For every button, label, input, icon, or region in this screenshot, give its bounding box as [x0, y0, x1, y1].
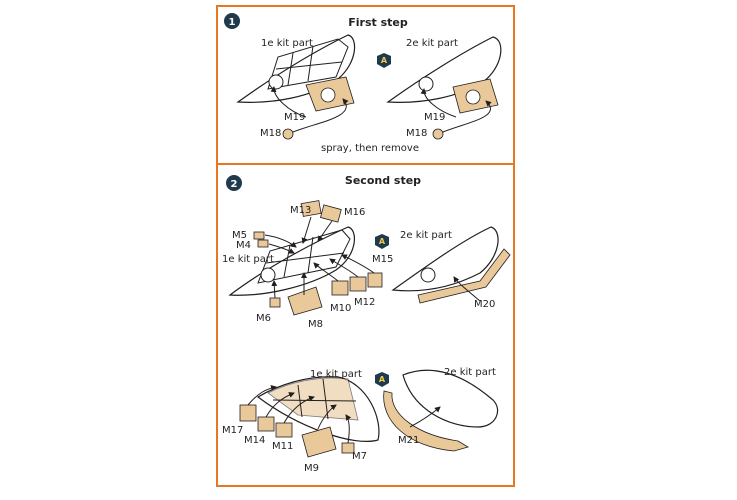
m15-label: M15 — [372, 254, 393, 265]
m9-label: M9 — [304, 463, 319, 474]
mask-m20 — [417, 248, 511, 304]
left-kit-part-label: 1e kit part — [261, 38, 313, 49]
right-m18-label: M18 — [406, 128, 427, 139]
right-m19-label: M19 — [424, 112, 445, 123]
right-kit-part-label: 2e kit part — [406, 38, 458, 49]
left-m19-label: M19 — [284, 112, 305, 123]
m7-label: M7 — [352, 451, 367, 462]
mask-m21 — [383, 390, 469, 452]
upper-right-kit-part-label: 2e kit part — [400, 230, 452, 241]
m14-label: M14 — [244, 435, 265, 446]
step-title: First step — [348, 16, 408, 29]
alignment-marker-a: A — [377, 53, 391, 68]
spray-note: spray, then remove — [321, 143, 419, 154]
mask-m13 — [300, 200, 322, 217]
marker-letter: A — [379, 237, 386, 246]
mask-m11 — [275, 422, 293, 438]
step-number-badge: 1 — [224, 13, 240, 29]
lower-left-kit-part-label: 1e kit part — [310, 369, 362, 380]
mask-m17 — [239, 404, 257, 422]
m20-label: M20 — [474, 299, 495, 310]
mask-m12 — [349, 276, 367, 292]
marker-letter: A — [381, 56, 388, 65]
left-m18-label: M18 — [260, 128, 281, 139]
m8-label: M8 — [308, 319, 323, 330]
mask-m6 — [269, 297, 281, 308]
canopy-lower-2e — [383, 369, 499, 452]
m13-label: M13 — [290, 205, 311, 216]
mask-m15 — [367, 272, 383, 288]
step-number: 2 — [231, 179, 238, 190]
mask-m16 — [320, 204, 342, 223]
m16-label: M16 — [344, 207, 365, 218]
m4-label: M4 — [236, 240, 251, 251]
m5-label: M5 — [232, 230, 247, 241]
mask-m18-left — [282, 128, 294, 140]
marker-letter: A — [379, 375, 386, 384]
mask-m5 — [253, 231, 265, 240]
second-step-panel: 2 Second step 1e kit part — [216, 163, 515, 487]
m6-label: M6 — [256, 313, 271, 324]
upper-left-kit-part-label: 1e kit part — [222, 254, 274, 265]
step-number: 1 — [229, 17, 236, 28]
second-step-diagram: 2 Second step 1e kit part — [222, 174, 511, 474]
m10-label: M10 — [330, 303, 351, 314]
first-step-diagram: 1 First step 1e kit part M19 M18 A — [224, 13, 502, 154]
first-step-panel: 1 First step 1e kit part M19 M18 A — [216, 5, 515, 165]
canopy-upper-1e — [228, 226, 355, 296]
alignment-marker-a-lower: A — [375, 372, 389, 387]
step-number-badge: 2 — [226, 175, 242, 191]
m11-label: M11 — [272, 441, 293, 452]
m12-label: M12 — [354, 297, 375, 308]
m17-label: M17 — [222, 425, 243, 436]
mask-m4 — [257, 239, 269, 248]
lower-right-kit-part-label: 2e kit part — [444, 367, 496, 378]
canopy-upper-2e — [391, 226, 511, 304]
step-title: Second step — [345, 174, 421, 187]
mask-m10 — [331, 280, 349, 296]
m21-label: M21 — [398, 435, 419, 446]
alignment-marker-a-upper: A — [375, 234, 389, 249]
mask-m8 — [287, 286, 323, 316]
mask-m9 — [301, 426, 337, 458]
mask-m18-right — [432, 128, 444, 140]
mask-m14 — [257, 416, 275, 432]
